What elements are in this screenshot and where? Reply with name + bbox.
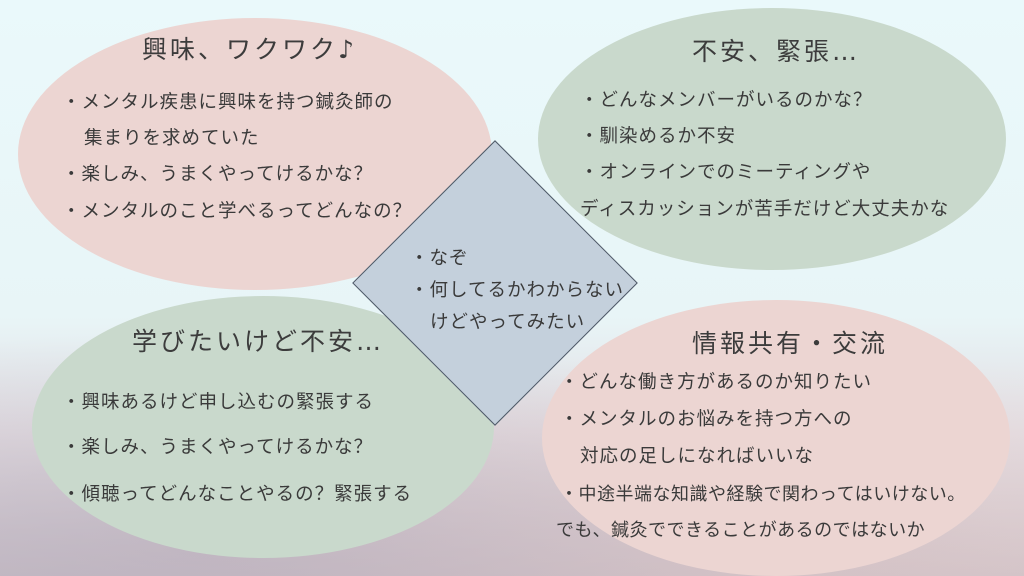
excitement-line-3: ・楽しみ、うまくやってけるかな？ [62,164,374,185]
oval-info-sharing [542,300,1010,576]
info-line-4: ・中途半端な知識や経験で関わってはいけない。 [560,484,966,505]
anxiety-line-1: ・どんなメンバーがいるのかな？ [580,90,873,111]
excitement-line-4: ・メンタルのこと学べるってどんなの？ [62,201,413,222]
info-line-1: ・どんな働き方があるのか知りたい [560,372,873,393]
anxiety-line-2: ・馴染めるか不安 [580,126,737,147]
anxiety-line-4: ディスカッションが苦手だけど大丈夫かな [580,199,950,220]
title-want-to-learn: 学びたいけど不安… [132,327,385,356]
excitement-line-1: ・メンタル疾患に興味を持つ鍼灸師の [62,92,394,113]
learn-line-3: ・傾聴ってどんなことやるの？緊張する [62,484,413,505]
title-info-sharing: 情報共有・交流 [692,329,889,358]
center-line-3: けどやってみたい [430,312,586,333]
learn-line-2: ・楽しみ、うまくやってけるかな？ [62,437,374,458]
anxiety-line-3: ・オンラインでのミーティングや [580,162,872,183]
title-excitement: 興味、ワクワク♪ [142,35,357,64]
info-line-2: ・メンタルのお悩みを持つ方への [560,409,853,430]
learn-line-1: ・興味あるけど申し込むの緊張する [62,392,375,413]
excitement-line-2: 集まりを求めていた [84,128,260,149]
info-line-5: でも、鍼灸でできることがあるのではないか [556,520,926,541]
info-line-3: 対応の足しになればいいな [580,446,815,467]
title-anxiety: 不安、緊張… [692,37,861,66]
center-line-2: ・何してるかわからない [410,280,624,301]
oval-anxiety [538,8,1006,270]
center-line-1: ・なぞ [410,248,469,269]
